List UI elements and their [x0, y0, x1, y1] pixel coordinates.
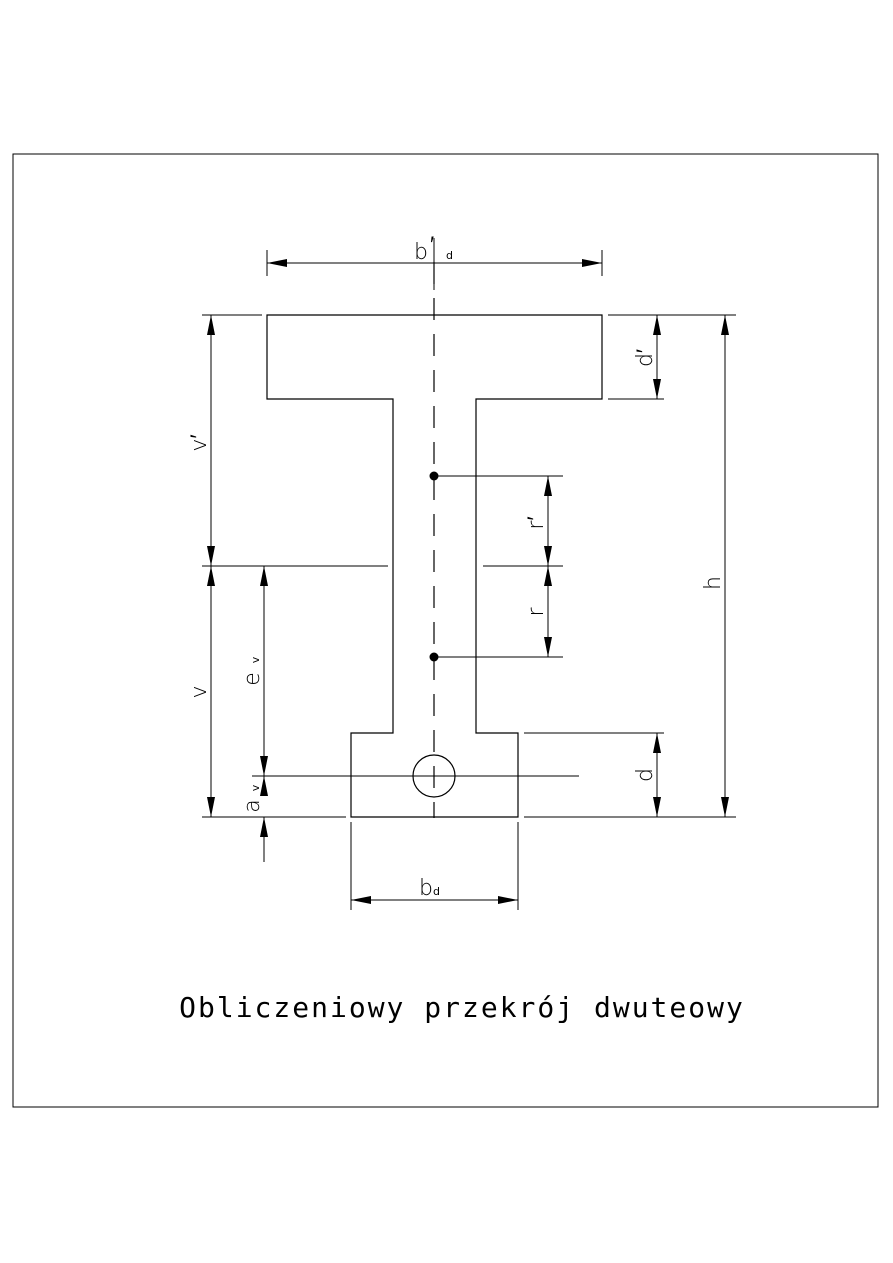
drawing-frame	[12, 153, 879, 1108]
label-a-v: a	[240, 799, 265, 812]
label-d-top: d′	[633, 349, 658, 367]
label-r-bottom: r	[524, 607, 549, 617]
label-b-top-prime: ′	[430, 233, 434, 258]
label-d-bottom: d	[633, 768, 658, 782]
label-b-bottom: b	[419, 876, 433, 901]
drawing-title: Obliczeniowy przekrój dwuteowy	[179, 991, 745, 1024]
label-v-bottom: v	[187, 685, 212, 698]
label-e-v: e	[240, 672, 265, 686]
label-b-bottom-sub: d	[433, 885, 440, 898]
label-e-v-sub: v	[249, 656, 262, 663]
label-r-top: r′	[524, 516, 549, 529]
label-v-top: v′	[187, 434, 212, 451]
label-b-top-sub: d	[446, 249, 453, 262]
label-b-top: b	[414, 240, 428, 265]
i-section-outline	[266, 314, 603, 818]
label-a-v-sub: v	[249, 784, 262, 791]
label-h: h	[701, 576, 726, 590]
